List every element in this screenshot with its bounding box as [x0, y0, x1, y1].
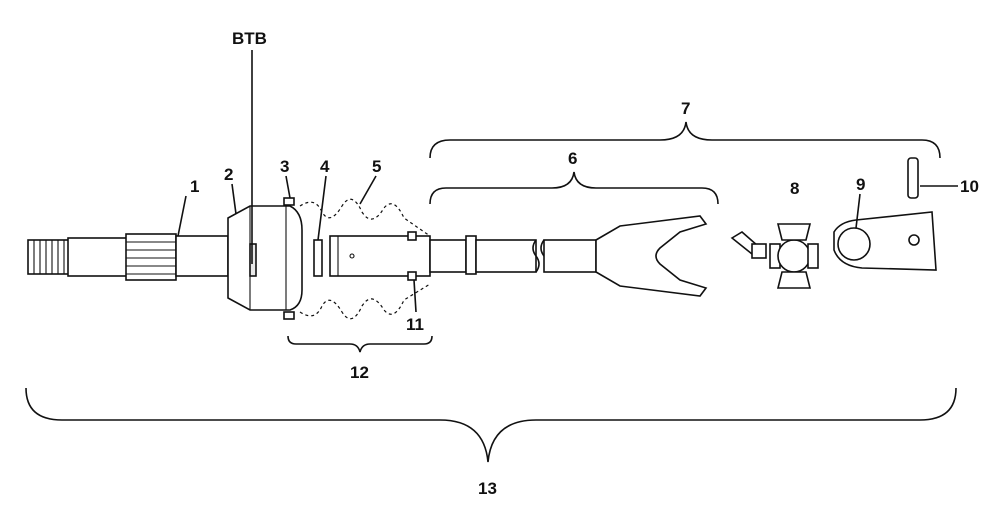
snap-ring [313, 239, 323, 277]
brace-12 [287, 335, 433, 353]
label-btb: BTB [232, 29, 267, 48]
leader-lines [177, 50, 958, 313]
label-6: 6 [568, 149, 577, 168]
label-3: 3 [280, 157, 289, 176]
label-1: 1 [190, 177, 199, 196]
label-13: 13 [478, 479, 497, 498]
brace-13 [25, 387, 957, 463]
boot-clamp [283, 197, 295, 206]
grease-fitting [730, 231, 767, 259]
brace-7 [429, 121, 941, 159]
label-11: 11 [406, 315, 424, 334]
label-8: 8 [790, 179, 799, 198]
outer-stub-shaft [27, 205, 303, 311]
label-12: 12 [350, 363, 369, 382]
label-7: 7 [681, 99, 690, 118]
clamp-yoke [833, 211, 937, 271]
cross-and-bearing [769, 223, 819, 289]
label-4: 4 [320, 157, 330, 176]
label-5: 5 [372, 157, 381, 176]
label-2: 2 [224, 165, 233, 184]
label-10: 10 [960, 177, 979, 196]
roll-pin [907, 157, 919, 199]
shaft-and-yoke [329, 215, 708, 297]
boot-clamp-lower [283, 311, 295, 320]
label-9: 9 [856, 175, 865, 194]
brace-6 [429, 171, 719, 205]
